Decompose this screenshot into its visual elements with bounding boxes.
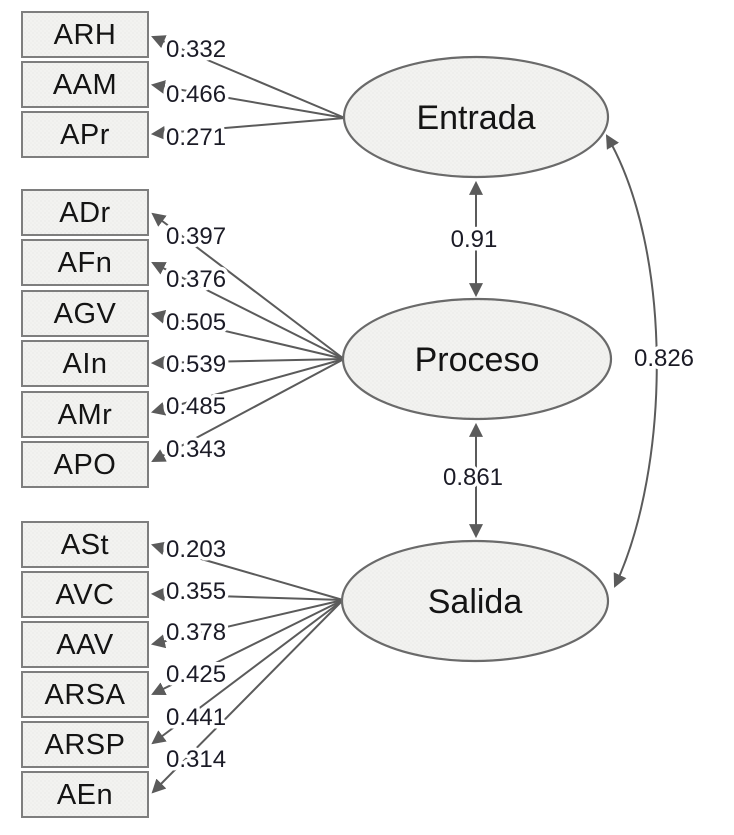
indicator-label-adr: ADr — [59, 197, 110, 229]
indicator-box-arh — [21, 11, 149, 58]
loading-arrow-adr — [151, 212, 345, 360]
indicator-label-ast: ASt — [61, 529, 109, 561]
latent-ellipse-salida — [340, 539, 610, 663]
salida-indicator-boxes: ASt AVC AAV ARSA ARSP AEn — [21, 521, 149, 818]
loading-value-labels: 0.332 0.466 0.271 0.397 0.376 0.505 0.53… — [163, 33, 230, 777]
loading-value-apr: 0.271 — [166, 124, 226, 151]
salida-loading-arrows — [150, 541, 344, 794]
latent-ellipse-proceso — [341, 297, 613, 421]
latent-label-entrada: Entrada — [416, 99, 535, 137]
loading-value-arsp: 0.441 — [166, 704, 226, 731]
loading-arrow-agv — [150, 309, 345, 360]
indicator-box-adr — [21, 189, 149, 236]
loading-value-adr: 0.397 — [166, 223, 226, 250]
loading-arrow-apo — [151, 358, 345, 462]
loading-arrow-ast — [150, 541, 344, 601]
indicator-box-aav — [21, 621, 149, 668]
loading-arrow-afn — [151, 262, 345, 360]
indicator-box-afn — [21, 239, 149, 286]
indicator-label-apo: APO — [54, 449, 117, 481]
proceso-indicator-boxes: ADr AFn AGV AIn AMr APO — [21, 189, 149, 488]
loading-arrow-avc — [150, 587, 344, 602]
loading-arrow-aen — [151, 599, 344, 794]
loading-value-ast: 0.203 — [166, 536, 226, 563]
covariance-arrow-entrada-salida — [605, 134, 658, 588]
loading-arrow-arh — [151, 35, 346, 119]
indicator-label-amr: AMr — [58, 399, 113, 431]
entrada-indicator-boxes: ARH AAM APr — [21, 11, 149, 158]
indicator-box-arsp — [21, 721, 149, 768]
loading-value-agv: 0.505 — [166, 309, 226, 336]
indicator-box-aen — [21, 771, 149, 818]
indicator-label-agv: AGV — [54, 298, 117, 330]
loading-arrow-arsa — [151, 599, 344, 695]
latent-label-proceso: Proceso — [415, 341, 540, 379]
loading-value-arh: 0.332 — [166, 36, 226, 63]
covariance-value-entrada-proceso: 0.91 — [451, 226, 498, 253]
loading-value-afn: 0.376 — [166, 266, 226, 293]
loading-arrow-arsp — [151, 599, 344, 745]
covariance-value-labels: 0.91 0.861 0.826 — [439, 223, 697, 495]
covariance-value-proceso-salida: 0.861 — [443, 464, 503, 491]
loading-value-aav: 0.378 — [166, 619, 226, 646]
loading-arrow-ain — [150, 355, 345, 370]
indicator-label-arsa: ARSA — [45, 679, 126, 711]
indicator-label-arsp: ARSP — [45, 729, 126, 761]
covariance-value-entrada-salida: 0.826 — [634, 345, 694, 372]
latent-ellipse-entrada — [342, 55, 610, 179]
indicator-box-ast — [21, 521, 149, 568]
indicator-label-avc: AVC — [56, 579, 115, 611]
entrada-loading-arrows — [150, 35, 346, 140]
indicator-box-aam — [21, 61, 149, 108]
loading-value-apo: 0.343 — [166, 436, 226, 463]
proceso-loading-arrows — [150, 212, 345, 462]
latent-label-salida: Salida — [428, 583, 523, 621]
indicator-label-aam: AAM — [53, 69, 117, 101]
indicator-label-aen: AEn — [57, 779, 113, 811]
indicator-label-afn: AFn — [58, 247, 113, 279]
loading-value-amr: 0.485 — [166, 393, 226, 420]
loading-value-aam: 0.466 — [166, 81, 226, 108]
indicator-label-aav: AAV — [56, 629, 114, 661]
loading-arrow-aam — [150, 80, 346, 119]
indicator-box-apr — [21, 111, 149, 158]
loading-arrow-amr — [150, 358, 345, 416]
loading-value-arsa: 0.425 — [166, 661, 226, 688]
indicator-box-ain — [21, 340, 149, 387]
indicator-box-arsa — [21, 671, 149, 718]
loading-value-ain: 0.539 — [166, 351, 226, 378]
indicator-box-avc — [21, 571, 149, 618]
indicator-box-apo — [21, 441, 149, 488]
loading-arrow-apr — [150, 117, 346, 140]
indicator-label-ain: AIn — [62, 348, 107, 380]
indicator-label-apr: APr — [60, 119, 110, 151]
loading-value-aen: 0.314 — [166, 746, 226, 773]
loading-value-avc: 0.355 — [166, 578, 226, 605]
latent-ellipses: Entrada Proceso Salida — [340, 55, 613, 663]
loading-arrow-aav — [150, 599, 344, 649]
indicator-label-arh: ARH — [54, 19, 117, 51]
indicator-box-amr — [21, 391, 149, 438]
indicator-box-agv — [21, 290, 149, 337]
